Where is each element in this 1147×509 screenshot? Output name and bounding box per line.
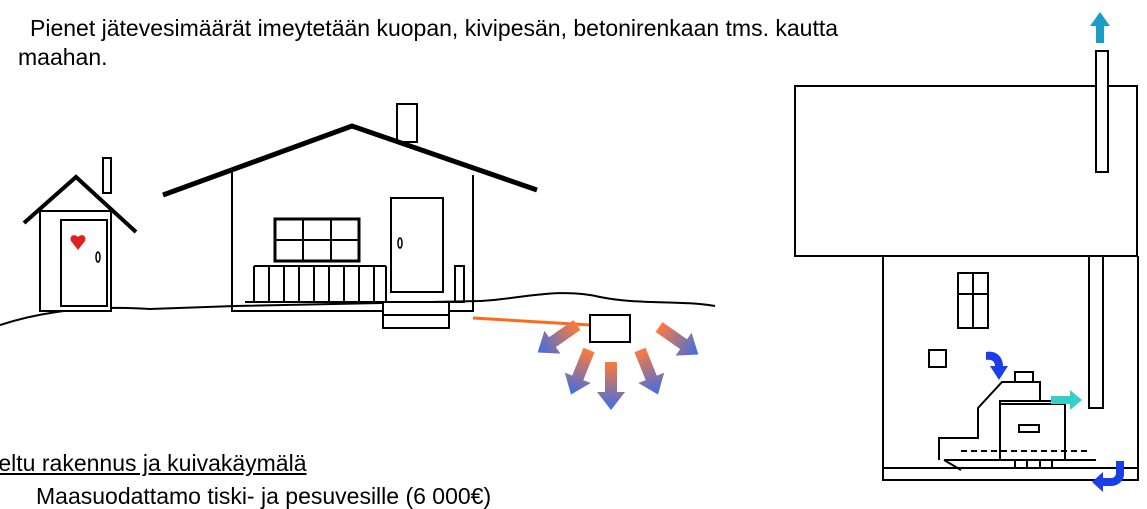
cross-section-building — [794, 50, 1139, 481]
section-heading: teltu rakennus ja kuivakäymälä — [0, 450, 307, 476]
house-window — [273, 217, 361, 263]
flow-arrow-down — [986, 351, 1008, 380]
seepage-arrow-2 — [564, 347, 595, 395]
heart-icon — [70, 235, 86, 250]
outhouse — [22, 157, 138, 312]
seepage-arrow-3 — [597, 362, 625, 410]
paragraph-line-1: Pienet jätevesimäärät imeytetään kuopan,… — [30, 15, 839, 41]
flow-arrow-bottom — [1092, 461, 1124, 492]
front-steps — [382, 301, 450, 329]
vent-up-arrow — [1090, 12, 1110, 43]
seepage-arrow-5 — [655, 322, 699, 356]
seepage-arrow-1 — [537, 320, 581, 354]
infiltration-well — [589, 314, 631, 343]
flow-arrow-right — [1051, 390, 1082, 410]
porch-railing — [245, 265, 465, 303]
main-house — [162, 103, 538, 329]
seepage-arrow-4 — [634, 347, 665, 395]
paragraph-line-2: maahan. — [18, 44, 108, 70]
seepage-arrows — [537, 320, 699, 410]
